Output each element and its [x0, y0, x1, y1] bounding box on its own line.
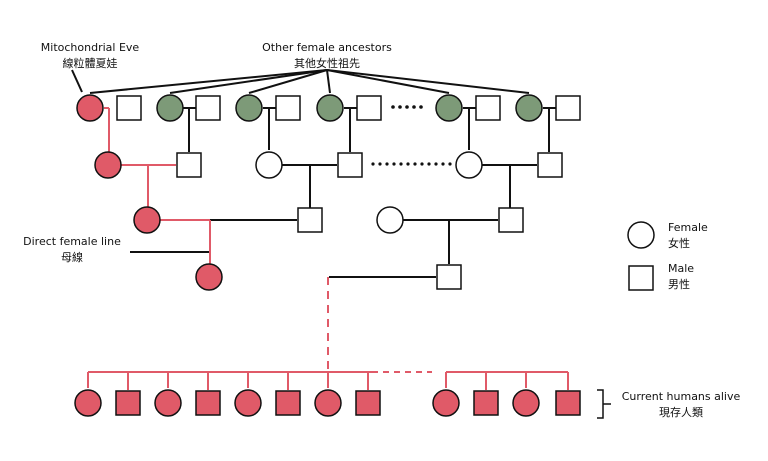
direct-line-label-en: Direct female line: [23, 235, 121, 248]
current-male-node: [115, 390, 141, 416]
direct-line-female-node: [195, 263, 223, 291]
direct-line-female-node: [133, 206, 161, 234]
current-female-node: [234, 389, 262, 417]
current-humans-bracket: [597, 389, 611, 419]
current-male-node: [473, 390, 499, 416]
row-4: [195, 263, 462, 291]
current-humans-label-zh: 現存人類: [659, 405, 703, 419]
legend-male-zh: 男性: [668, 277, 690, 291]
male-node: [297, 207, 323, 233]
current-female-node: [154, 389, 182, 417]
male-node: [475, 95, 501, 121]
current-humans-label-en: Current humans alive: [622, 390, 741, 403]
female-node: [376, 206, 404, 234]
direct-line-female-node: [94, 151, 122, 179]
male-node: [498, 207, 524, 233]
row-3: [133, 206, 524, 234]
legend-male-en: Male: [668, 262, 694, 275]
direct-line-label-zh: 母線: [61, 250, 83, 264]
current-female-node: [74, 389, 102, 417]
legend-female-en: Female: [668, 221, 708, 234]
ellipsis-dots: [371, 105, 452, 166]
ancestors-label-zh: 其他女性祖先: [294, 56, 360, 70]
legend: Female 女性 Male 男性: [627, 221, 708, 291]
male-node: [555, 95, 581, 121]
legend-male-icon: [628, 265, 654, 291]
current-male-node: [275, 390, 301, 416]
eve-label-zh: 線粒體夏娃: [63, 56, 118, 70]
current-male-node: [355, 390, 381, 416]
female-node: [255, 151, 283, 179]
current-female-node: [432, 389, 460, 417]
female-node: [455, 151, 483, 179]
male-node: [176, 152, 202, 178]
red-connectors: [87, 107, 569, 390]
legend-female-icon: [627, 221, 655, 249]
row-2: [94, 151, 563, 179]
mitochondrial-eve-node: [76, 94, 104, 122]
male-node: [337, 152, 363, 178]
legend-female-zh: 女性: [668, 236, 690, 250]
male-node: [537, 152, 563, 178]
eve-label-en: Mitochondrial Eve: [41, 41, 140, 54]
current-humans-row: [74, 389, 581, 417]
black-connectors: [71, 69, 556, 278]
row-1-ancestors: [76, 94, 581, 122]
ancestor-female-node: [316, 94, 344, 122]
current-female-node: [512, 389, 540, 417]
ancestor-female-node: [235, 94, 263, 122]
ancestor-female-node: [435, 94, 463, 122]
current-female-node: [314, 389, 342, 417]
ancestors-label-en: Other female ancestors: [262, 41, 392, 54]
ancestor-female-node: [515, 94, 543, 122]
male-node: [116, 95, 142, 121]
male-node: [195, 95, 221, 121]
male-node: [436, 264, 462, 290]
male-node: [275, 95, 301, 121]
ancestor-female-node: [156, 94, 184, 122]
current-male-node: [195, 390, 221, 416]
male-node: [356, 95, 382, 121]
current-male-node: [555, 390, 581, 416]
